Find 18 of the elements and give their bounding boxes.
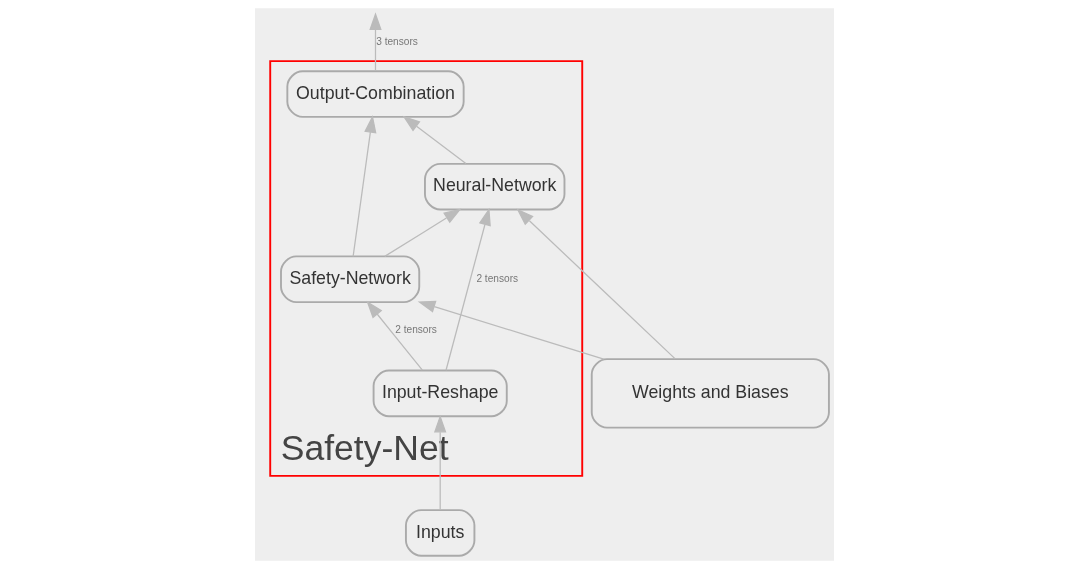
arrow: [516, 208, 676, 360]
node-box: Safety-Network: [280, 255, 421, 304]
arrow: [417, 300, 605, 360]
edge-label: 2 tensors: [476, 272, 519, 284]
arrow: [369, 12, 382, 72]
arrow: [433, 414, 447, 511]
arrow: [402, 115, 467, 165]
edge-label: 3 tensors: [376, 36, 418, 48]
node-box: Input-Reshape: [372, 369, 508, 418]
arrow: [366, 300, 423, 371]
node-box: Inputs: [405, 509, 476, 557]
arrow: [352, 115, 377, 257]
arrow: [384, 208, 462, 258]
arrow: [445, 207, 491, 371]
node-box: Output-Combination: [286, 70, 465, 118]
node-box: Weights and Biases: [590, 358, 830, 429]
node-box: Neural-Network: [424, 162, 566, 211]
edge-label: 2 tensors: [395, 324, 437, 336]
